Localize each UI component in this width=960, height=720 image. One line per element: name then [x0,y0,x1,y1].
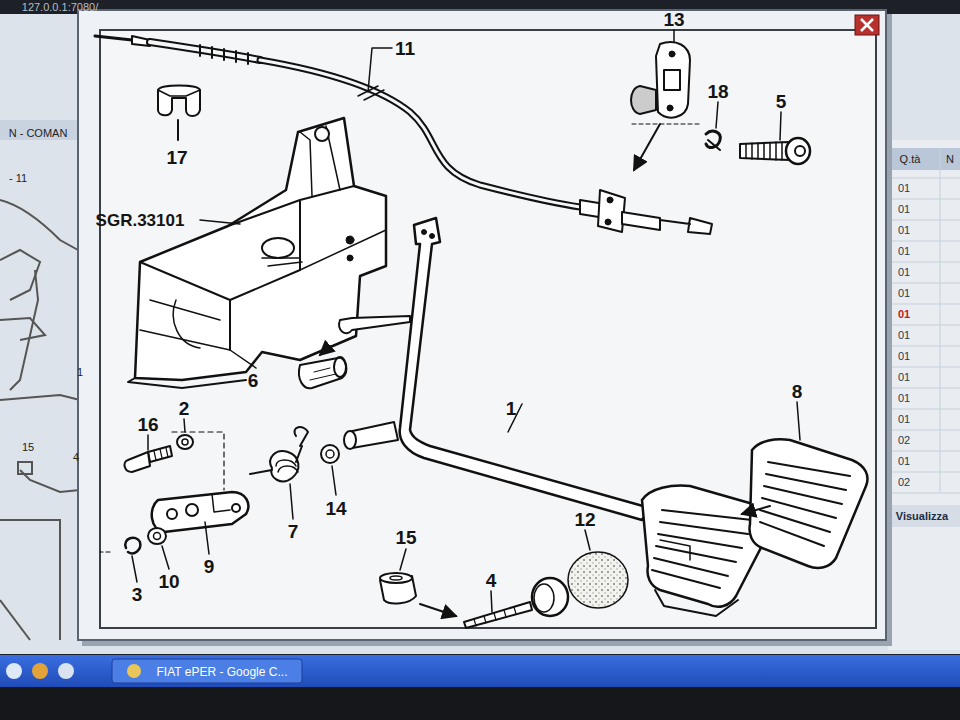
column-header: Q.tà [900,154,921,165]
column-header: N [946,154,954,165]
callout-number: 1 [506,399,517,418]
callout-number: 18 [707,82,728,101]
quantity-cell: 01 [898,351,910,362]
callout-number: 4 [486,571,497,590]
quantity-cell: 01 [898,267,910,278]
quantity-cell: 01 [898,183,910,194]
quantity-cell: 02 [898,477,910,488]
quantity-cell: 01 [898,330,910,341]
quantity-cell: 01 [898,372,910,383]
page-heading: N - COMAN [9,128,68,139]
callout-number: 17 [166,148,187,167]
callout-number: 13 [663,10,684,29]
callout-number: 2 [179,399,190,418]
callout-number: 3 [132,585,143,604]
callout-number: 6 [248,371,259,390]
quantity-cell: 01 [898,414,910,425]
callout-number: 1 [77,367,83,378]
quantity-cell: 01 [898,393,910,404]
callout-number: 7 [288,522,299,541]
quantity-cell: 01 [898,288,910,299]
quantity-cell: 01 [898,204,910,215]
callout-number: 4 [73,452,79,463]
group-code: SGR.33101 [96,212,185,229]
tab-label: Visualizza [896,511,948,522]
callout-number: 5 [776,92,787,111]
callout-number: 14 [325,499,346,518]
quantity-cell: 01 [898,456,910,467]
taskbar-button-label: FIAT ePER - Google C... [157,666,288,678]
callout-number: 10 [158,572,179,591]
callout-number: - 11 [9,173,27,184]
callout-number: 15 [22,442,34,453]
url-text: 127.0.0.1:7080/ [22,2,98,13]
quantity-cell: 01 [898,309,910,320]
quantity-cell: 02 [898,435,910,446]
callout-number: 16 [137,415,158,434]
callout-number: 8 [792,382,803,401]
quantity-cell: 01 [898,246,910,257]
callout-number: 15 [395,528,416,547]
callout-number: 9 [204,557,215,576]
quantity-cell: 01 [898,225,910,236]
callout-number: 11 [395,39,415,58]
callout-number: 12 [574,510,595,529]
